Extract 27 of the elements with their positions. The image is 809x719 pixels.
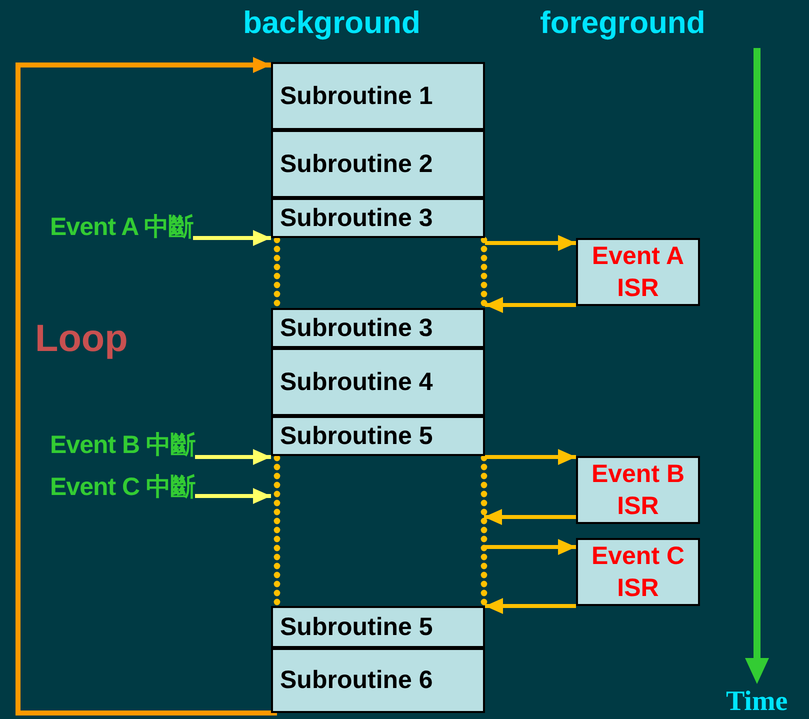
subroutine-block: Subroutine 2 bbox=[271, 130, 485, 198]
subroutine-block: Subroutine 5 bbox=[271, 606, 485, 648]
arrow bbox=[484, 509, 576, 525]
subroutine-block: Subroutine 4 bbox=[271, 348, 485, 416]
interrupt-label: Event B 中斷 bbox=[50, 428, 196, 461]
column-heading: background bbox=[243, 5, 420, 41]
arrow bbox=[484, 539, 576, 555]
isr-box: Event C ISR bbox=[576, 538, 700, 606]
interrupt-label: Event C 中斷 bbox=[50, 470, 196, 503]
isr-box: Event B ISR bbox=[576, 456, 700, 524]
subroutine-block: Subroutine 5 bbox=[271, 416, 485, 456]
subroutine-block: Subroutine 6 bbox=[271, 648, 485, 713]
arrow bbox=[193, 230, 271, 246]
subroutine-block: Subroutine 3 bbox=[271, 308, 485, 348]
subroutine-block: Subroutine 1 bbox=[271, 62, 485, 130]
subroutine-block: Subroutine 3 bbox=[271, 198, 485, 238]
interrupt-label: Event A 中斷 bbox=[50, 210, 194, 243]
arrow bbox=[195, 488, 271, 504]
arrow bbox=[16, 57, 277, 716]
arrow bbox=[485, 235, 576, 251]
arrow bbox=[485, 598, 576, 614]
arrow bbox=[195, 449, 271, 465]
arrow bbox=[485, 449, 576, 465]
column-heading: foreground bbox=[540, 5, 706, 41]
arrow bbox=[485, 297, 576, 313]
axis-label: Time bbox=[726, 686, 788, 718]
isr-box: Event A ISR bbox=[576, 238, 700, 306]
